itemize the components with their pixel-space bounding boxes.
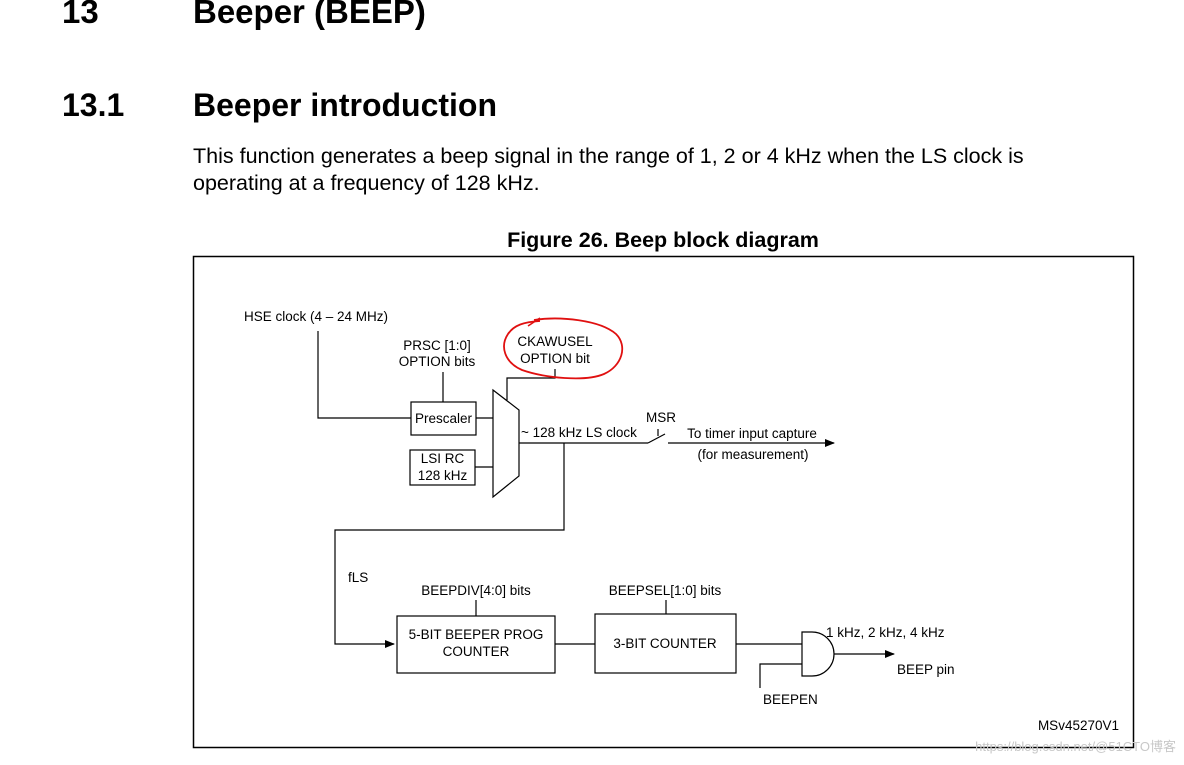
msr-switch (647, 433, 666, 444)
prsc-label-1: PRSC [1:0] (403, 338, 471, 353)
fls-label: fLS (348, 570, 368, 585)
clock-mux (492, 388, 520, 499)
hse-clock-label: HSE clock (4 – 24 MHz) (244, 309, 388, 324)
section-title: Beeper introduction (193, 87, 498, 123)
red-annotation-circle (503, 317, 624, 380)
timer-capture-label-1: To timer input capture (687, 426, 817, 441)
prescaler-block (410, 401, 477, 436)
ckawusel-label-1: CKAWUSEL (517, 334, 593, 349)
lsi-rc-block (409, 449, 476, 486)
ckawusel-wire (506, 369, 556, 400)
intro-paragraph: This function generates a beep signal in… (193, 143, 1153, 197)
beepsel-label: BEEPSEL[1:0] bits (609, 583, 722, 598)
chapter-number: 13 (62, 0, 99, 30)
figure-reference-code: MSv45270V1 (1038, 718, 1119, 733)
beep-pin-label: BEEP pin (897, 662, 955, 677)
beepen-label: BEEPEN (763, 692, 818, 707)
hse-wire (317, 331, 411, 419)
lsi-label-1: LSI RC (421, 451, 465, 466)
beepen-wire (759, 663, 802, 688)
prog-counter-label-2: COUNTER (443, 644, 510, 659)
prog-counter-label-1: 5-BIT BEEPER PROG (409, 627, 544, 642)
and-gate (801, 631, 835, 677)
section-number: 13.1 (62, 87, 125, 123)
red-annotation-tail (527, 317, 541, 327)
beeper-prog-counter-block (396, 615, 556, 674)
intro-line-2: operating at a frequency of 128 kHz. (193, 171, 540, 195)
chapter-title: Beeper (BEEP) (193, 0, 426, 30)
ckawusel-label-2: OPTION bit (520, 351, 590, 366)
three-bit-counter-label: 3-BIT COUNTER (613, 636, 717, 651)
prescaler-label: Prescaler (415, 411, 473, 426)
msr-label: MSR (646, 410, 676, 425)
timer-capture-label-2: (for measurement) (697, 447, 808, 462)
ls-clock-label: ~ 128 kHz LS clock (521, 425, 637, 440)
intro-line-1: This function generates a beep signal in… (193, 144, 1024, 168)
lsi-label-2: 128 kHz (418, 468, 468, 483)
prsc-label-2: OPTION bits (399, 354, 476, 369)
beepdiv-label: BEEPDIV[4:0] bits (421, 583, 531, 598)
three-bit-counter-block (594, 613, 737, 674)
frequency-output-label: 1 kHz, 2 kHz, 4 kHz (826, 625, 945, 640)
fls-wire (334, 443, 565, 648)
watermark: https://blog.csdn.net/@51CTO博客 (975, 739, 1176, 754)
figure-frame (192, 255, 1135, 749)
figure-title: Figure 26. Beep block diagram (507, 228, 819, 252)
